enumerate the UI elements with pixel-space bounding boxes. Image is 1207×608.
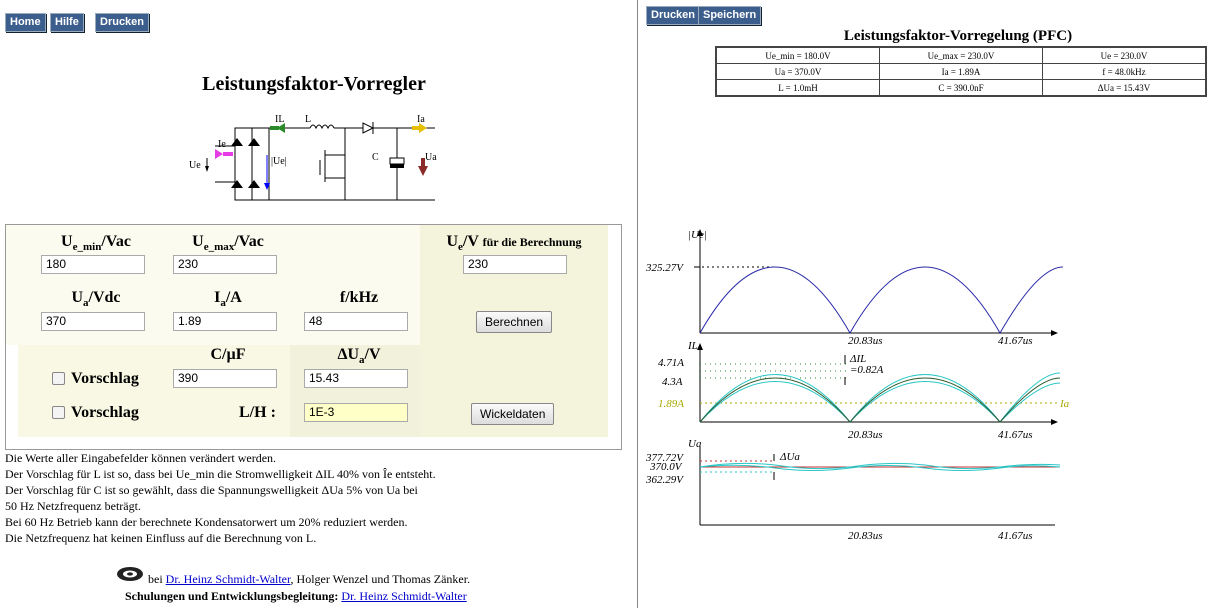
c-input[interactable]: 390 [173, 369, 277, 388]
help-button[interactable]: Hilfe [50, 13, 84, 32]
ua-plot-v3: 362.29V [645, 474, 684, 486]
f-input[interactable]: 48 [304, 312, 408, 331]
result-title: Leistungsfaktor-Vorregelung (PFC) [843, 28, 1073, 44]
save-button[interactable]: Speichern [698, 6, 762, 25]
table-cell: ΔUa = 15.43V [1042, 79, 1207, 97]
ue-max-label: Ue_max/Vac [192, 233, 264, 254]
training-link[interactable]: Dr. Heinz Schmidt-Walter [341, 589, 467, 603]
ue-calc-input[interactable]: 230 [463, 255, 567, 274]
print-button-left[interactable]: Drucken [95, 13, 150, 32]
vorschlag-l-checkbox[interactable] [52, 406, 65, 419]
frame-divider [637, 0, 638, 608]
lh-label: L/H : [239, 404, 276, 421]
ia-input[interactable]: 1.89 [173, 312, 277, 331]
pfc-schematic: IL L Ia Ie Ue |Ue| C Ua [189, 114, 437, 201]
il-plot-ia-label: Ia [1059, 398, 1070, 410]
table-cell: Ue = 230.0V [1042, 46, 1207, 64]
table-cell: Ue_min = 180.0V [715, 46, 880, 64]
note-line-2: Der Vorschlag für L ist so, dass bei Ue_… [5, 467, 436, 481]
il-plot-v2: 4.3A [662, 376, 683, 388]
input-form: Ue_min/Vac Ue_max/Vac Ue/V für die Berec… [5, 224, 622, 450]
note-line-3: Der Vorschlag für C ist so gewählt, dass… [5, 483, 418, 497]
ia-label: Ia/A [214, 289, 242, 310]
vorschlag-l-label: Vorschlag [71, 404, 139, 421]
il-plot-ylabel: IL [687, 340, 698, 352]
calculate-button[interactable]: Berechnen [476, 311, 553, 333]
ua-plot-ylabel: Ua [688, 438, 702, 450]
table-row: L = 1.0mH C = 390.0nF ΔUa = 15.43V [715, 79, 1207, 97]
schematic-label-l: L [305, 114, 311, 125]
note-line-4: 50 Hz Netzfrequenz beträgt. [5, 499, 141, 513]
f-label: f/kHz [339, 289, 379, 306]
table-cell: C = 390.0nF [879, 79, 1043, 97]
form-lower-left-panel [18, 345, 290, 437]
table-row: Ua = 370.0V Ia = 1.89A f = 48.0kHz [715, 63, 1207, 80]
note-line-6: Die Netzfrequenz hat keinen Einfluss auf… [5, 531, 317, 545]
il-plot-dil-label: ΔIL [849, 353, 866, 365]
winding-data-button[interactable]: Wickeldaten [471, 403, 555, 425]
il-plot-dil-value: =0.82A [850, 364, 884, 376]
ua-label: Ua/Vdc [71, 289, 121, 310]
schematic-label-ue-abs: |Ue| [271, 156, 287, 167]
table-cell: f = 48.0kHz [1042, 63, 1207, 80]
ue-min-label: Ue_min/Vac [61, 233, 131, 254]
ua-plot-t1: 20.83us [848, 530, 883, 542]
page-title: Leistungsfaktor-Vorregler [202, 73, 426, 95]
waveform-plots: |Ue| 325.27V 20.83us 41.67us IL 4.71A 4.… [645, 229, 1070, 542]
ua-plot-v2: 370.0V [649, 461, 683, 473]
home-button[interactable]: Home [5, 13, 46, 32]
il-plot-v3: 1.89A [658, 398, 684, 410]
il-plot-v1: 4.71A [658, 357, 684, 369]
schematic-label-il: IL [275, 114, 284, 125]
ue-max-input[interactable]: 230 [173, 255, 277, 274]
lh-input[interactable]: 1E-3 [304, 403, 408, 422]
ua-plot-dua-label: ΔUa [779, 451, 800, 463]
table-row: Ue_min = 180.0V Ue_max = 230.0V Ue = 230… [715, 46, 1207, 64]
schematic-label-ie: Ie [218, 139, 226, 150]
ue-plot-peak-label: 325.27V [645, 262, 684, 274]
footer-training: Schulungen und Entwicklungsbegleitung: D… [125, 589, 467, 603]
schematic-label-ua: Ua [425, 152, 437, 163]
result-table: Ue_min = 180.0V Ue_max = 230.0V Ue = 230… [715, 46, 1207, 97]
table-cell: Ue_max = 230.0V [879, 46, 1043, 64]
schematic-label-ue: Ue [189, 160, 201, 171]
c-label: C/µF [210, 346, 246, 363]
author-link[interactable]: Dr. Heinz Schmidt-Walter [165, 572, 291, 586]
ue-plot-t1: 20.83us [848, 335, 883, 347]
ue-plot-t2: 41.67us [998, 335, 1033, 347]
ua-plot-v1: 377.72V [645, 452, 684, 464]
table-cell: Ua = 370.0V [715, 63, 880, 80]
table-cell: Ia = 1.89A [879, 63, 1043, 80]
dua-label: ΔUa/V [337, 346, 381, 367]
dua-input[interactable]: 15.43 [304, 369, 408, 388]
logo-icon [117, 567, 143, 581]
note-line-5: Bei 60 Hz Betrieb kann der berechnete Ko… [5, 515, 408, 529]
print-button-right[interactable]: Drucken [646, 6, 701, 25]
ue-plot-ylabel: |Ue| [688, 229, 707, 241]
note-line-1: Die Werte aller Eingabefelder können ver… [5, 451, 277, 465]
table-cell: L = 1.0mH [715, 79, 880, 97]
ue-min-input[interactable]: 180 [41, 255, 145, 274]
schematic-label-ia: Ia [417, 114, 425, 125]
il-plot-t1: 20.83us [848, 429, 883, 441]
ua-plot-t2: 41.67us [998, 530, 1033, 542]
vorschlag-c-checkbox[interactable] [52, 372, 65, 385]
il-plot-t2: 41.67us [998, 429, 1033, 441]
footer-credits: bei Dr. Heinz Schmidt-Walter, Holger Wen… [148, 572, 471, 586]
ua-input[interactable]: 370 [41, 312, 145, 331]
schematic-label-c: C [372, 152, 379, 163]
ue-calc-label: Ue/V für die Berechnung [446, 233, 582, 254]
vorschlag-c-label: Vorschlag [71, 370, 139, 387]
